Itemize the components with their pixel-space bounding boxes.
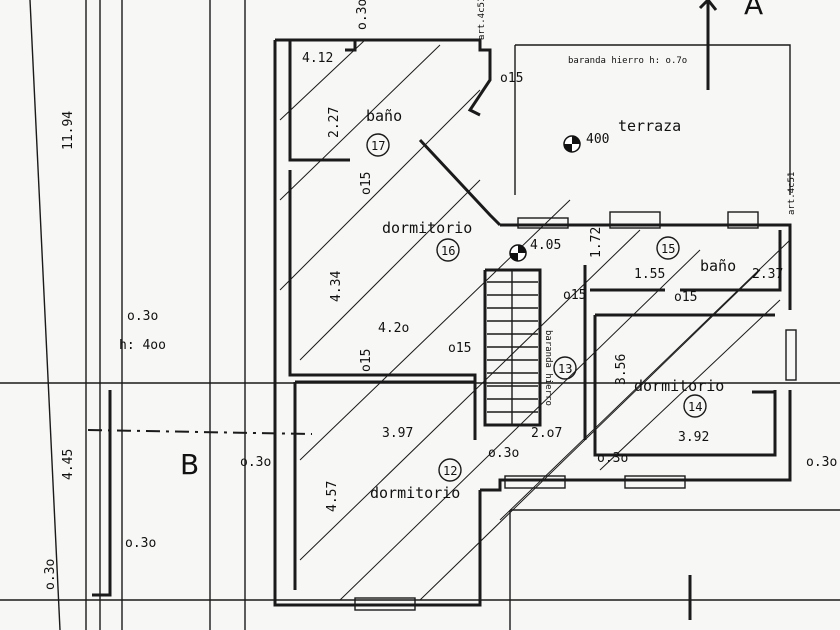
dim-4-57: 4.57 [325,481,340,512]
room-number-13: 13 [558,362,572,376]
room-number-16: 16 [441,244,455,258]
room-number-15: 15 [661,242,675,256]
level-hall: 4.05 [530,238,561,253]
dim-o15-left: o15 [359,172,374,195]
level-marker-hall [509,244,527,262]
north-arrow [688,0,718,620]
room-number-17: 17 [371,139,385,153]
dim-1-72: 1.72 [589,227,604,258]
dim-o15-stair: o15 [563,288,586,303]
wall-stub [92,390,112,597]
room-label-bano-upper: baño [366,107,402,125]
art-note-right: art.4c51 [787,172,797,215]
dim-4-12: 4.12 [302,51,333,66]
dim-o30-right: o.3o [597,451,628,466]
hatch-lines [279,39,791,601]
dim-o30-left: o.3o [240,455,271,470]
dim-o30-mid: o.3o [488,446,519,461]
dim-2-37: 2.37 [752,267,783,282]
dim-2-27: 2.27 [327,107,342,138]
room-number-12: 12 [443,464,457,478]
room-number-circles [366,133,707,482]
art-note-top: art.4c51 [477,0,487,40]
walls [273,38,840,630]
dim-4-20: 4.2o [378,321,409,336]
dim-o15-top: o15 [500,71,523,86]
dim-o30-far: o.3o [806,455,837,470]
dim-o15-lower: o15 [359,349,374,372]
dim-o15-bath: o15 [674,290,697,305]
section-label-b: B [180,448,199,481]
room-label-dormitorio-16: dormitorio [382,219,472,237]
dim-o30-v: o.3o [43,559,58,590]
room-label-bano-15: baño [700,257,736,275]
section-label-a: A [744,0,763,21]
stair-railing-note: baranda hierro [543,330,553,406]
dim-3-97: 3.97 [382,426,413,441]
dim-h400: h: 4oo [119,338,166,353]
stairs [487,270,538,425]
dim-o30-top: o.3o [355,0,370,30]
dim-4-45: 4.45 [61,449,76,480]
dim-3-56: 3.56 [614,354,629,385]
dim-o30-bottom: o.3o [125,536,156,551]
room-label-terraza: terraza [618,117,681,135]
room-label-dormitorio-14: dormitorio [634,377,724,395]
dim-1-55: 1.55 [634,267,665,282]
railing-note: baranda hierro h: o.7o [568,56,687,66]
room-number-14: 14 [688,400,702,414]
dim-11-94: 11.94 [61,111,76,150]
level-marker-terrace [563,135,581,153]
dim-o30-h: o.3o [127,309,158,324]
dim-o15-mid: o15 [448,341,471,356]
level-terrace: 400 [586,132,609,147]
dim-2-07: 2.o7 [531,426,562,441]
dim-4-34: 4.34 [329,271,344,302]
room-label-dormitorio-12: dormitorio [370,484,460,502]
dim-3-92: 3.92 [678,430,709,445]
